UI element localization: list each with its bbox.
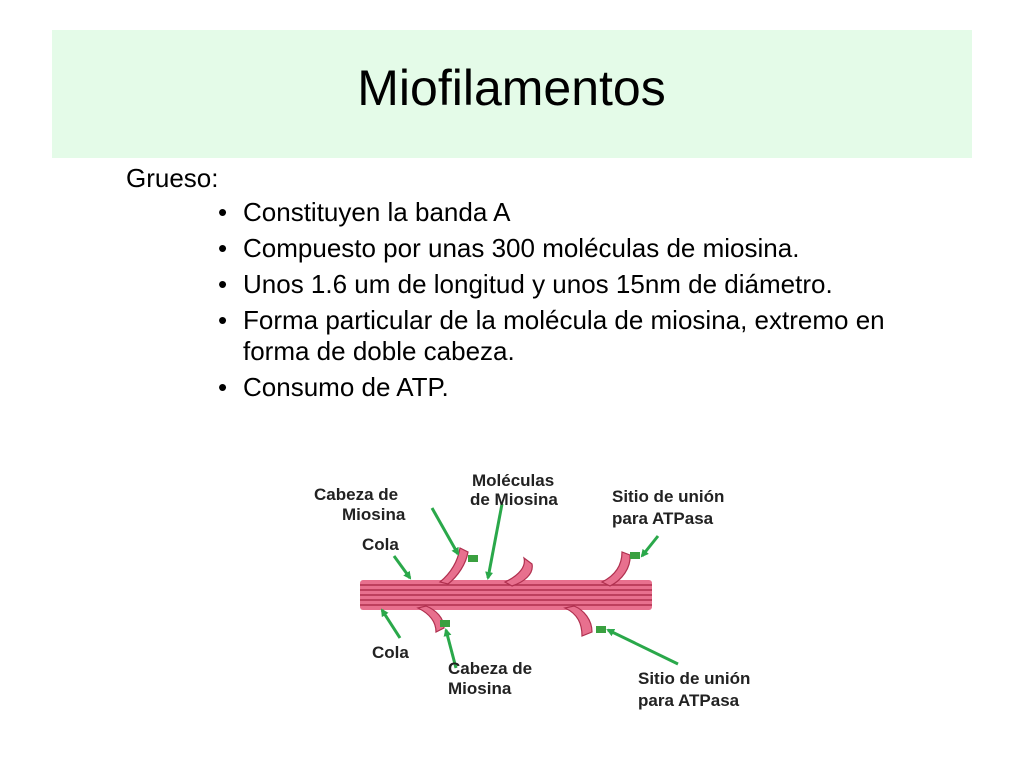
bullet-text: Compuesto por unas 300 moléculas de mios… [243,233,800,263]
bullet-dot: • [218,305,228,335]
bullet-dot: • [218,197,228,227]
bullet-text: Consumo de ATP. [243,372,449,402]
bullet-dot: • [218,233,228,263]
bullet-item: • Consumo de ATP. [218,372,938,403]
label-head-bottom-line1: Cabeza de [448,659,532,678]
filament-body [360,580,652,610]
arrow-site-top [640,535,660,558]
label-molecules-line1: Moléculas [472,471,554,490]
label-tail-bottom: Cola [372,643,409,662]
section-label: Grueso: [126,163,219,193]
label-molecules-line2: de Miosina [470,490,558,509]
myosin-head-bottom-2 [563,605,593,637]
binding-site-top-1 [468,555,478,562]
label-site-top-line2: para ATPasa [612,509,714,528]
arrow-head-bottom [443,628,458,669]
label-tail-top: Cola [362,535,399,554]
arrow-tail-top [392,555,412,580]
arrow-molecules [485,503,504,580]
bullet-item: • Unos 1.6 um de longitud y unos 15nm de … [218,269,938,300]
binding-site-top-3 [630,552,640,559]
thick-filament-diagram: Cabeza de Miosina Cola Moléculas de Mios… [314,471,750,710]
bullet-text: Forma particular de la molécula de miosi… [243,305,885,366]
label-head-top-line2: Miosina [342,505,406,524]
title-bar [52,30,972,158]
slide-title: Miofilamentos [357,60,666,116]
myosin-head-top-1 [438,547,469,585]
binding-site-bottom-1 [440,620,450,627]
bullet-item: • Constituyen la banda A [218,197,938,228]
label-arrows [380,503,679,669]
myosin-head-bottom-1 [416,605,445,633]
bullet-list: • Constituyen la banda A • Compuesto por u… [218,197,938,408]
arrow-head-top [430,507,460,556]
myosin-head-top-2 [503,556,533,587]
arrow-tail-bottom [380,608,402,639]
bullet-item: • Forma particular de la molécula de mios… [218,305,938,367]
label-head-bottom-line2: Miosina [448,679,512,698]
bullet-dot: • [218,372,228,402]
label-head-top-line1: Cabeza de [314,485,398,504]
bullet-text: Unos 1.6 um de longitud y unos 15nm de d… [243,269,833,299]
label-site-bottom-line2: para ATPasa [638,691,740,710]
bullet-item: • Compuesto por unas 300 moléculas de mio… [218,233,938,264]
arrow-site-bottom [606,628,679,666]
label-site-top-line1: Sitio de unión [612,487,724,506]
binding-site-bottom-2 [596,626,606,633]
label-site-bottom-line1: Sitio de unión [638,669,750,688]
bullet-dot: • [218,269,228,299]
bullet-text: Constituyen la banda A [243,197,511,227]
